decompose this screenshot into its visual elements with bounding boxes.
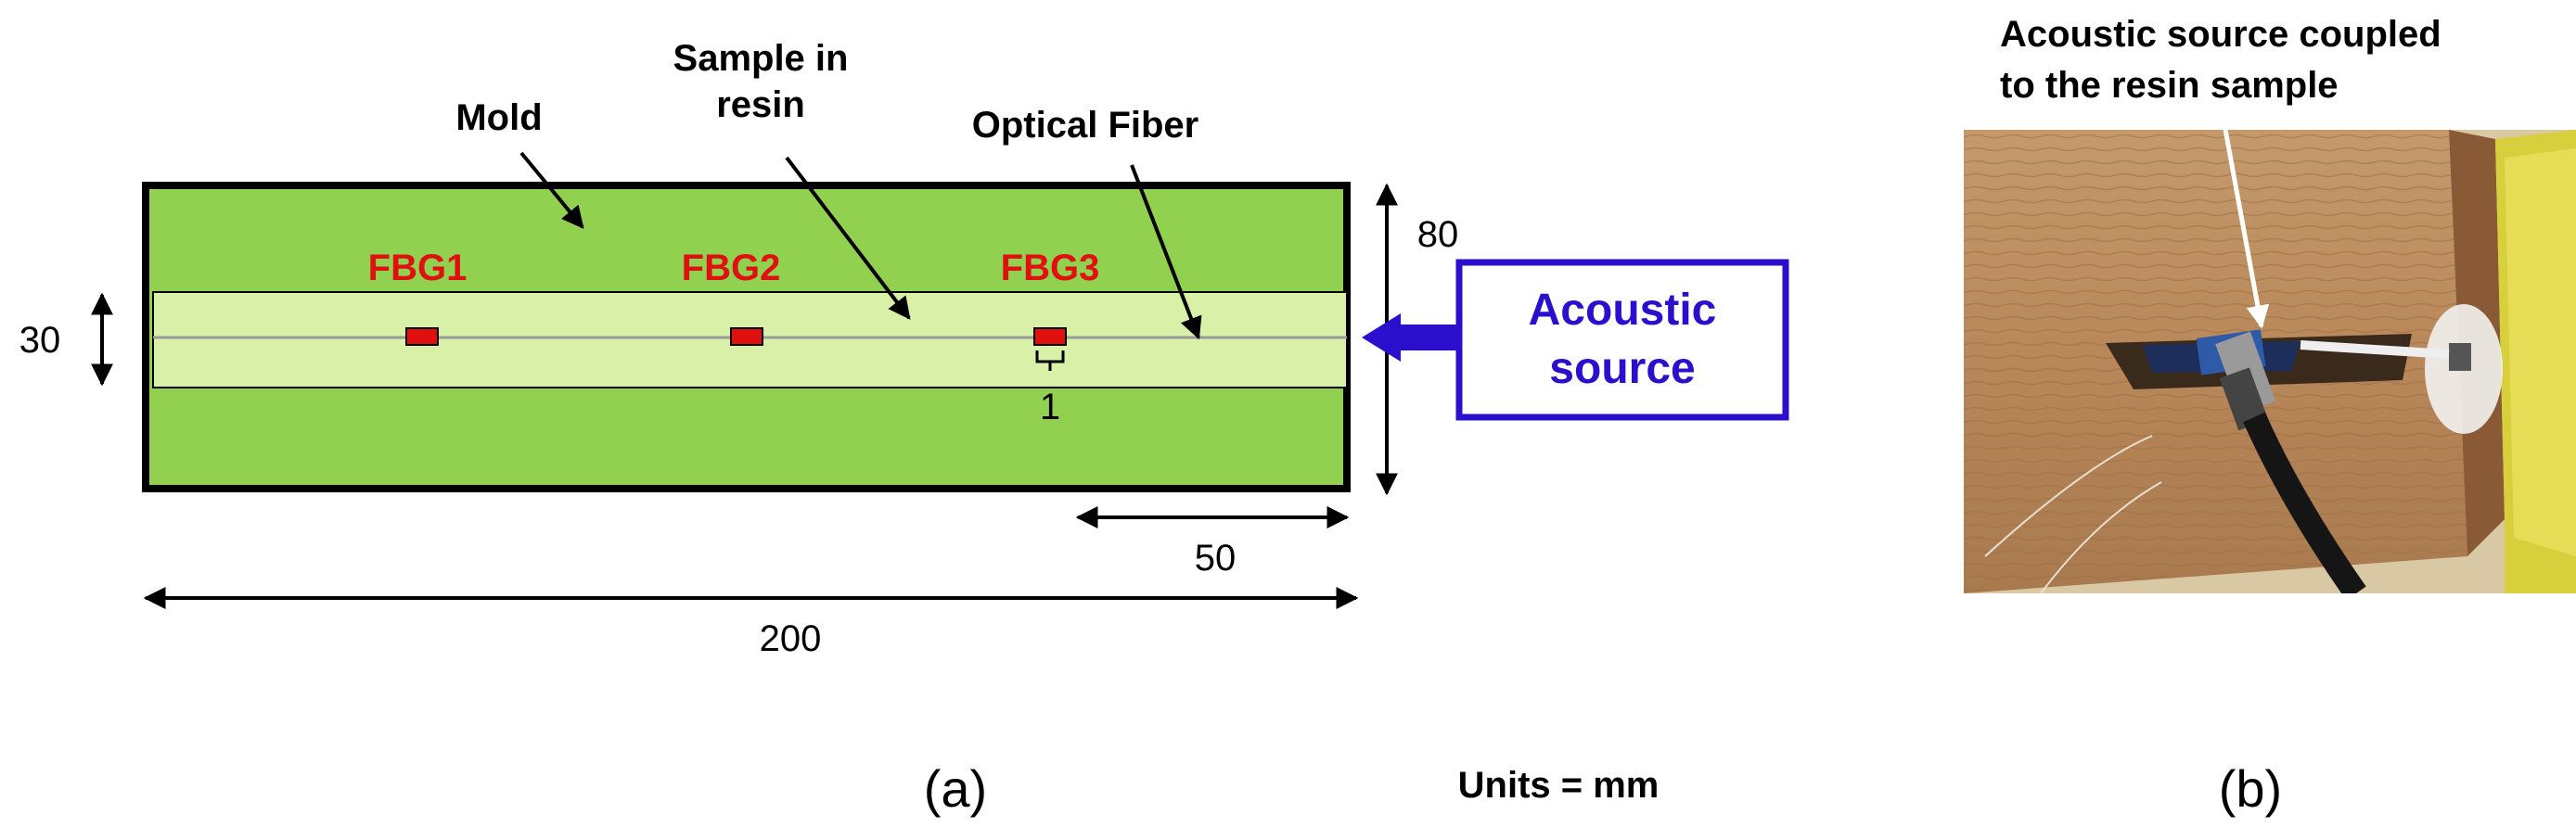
mold-length-label: 200 <box>760 618 822 659</box>
mold-pointer <box>519 151 584 229</box>
mold-label: Mold <box>455 97 542 138</box>
sample-height-label: 30 <box>19 320 61 361</box>
units-label: Units = mm <box>1458 765 1660 806</box>
photo-caption-line1: Acoustic source coupled <box>2000 14 2441 55</box>
mold-height-label: 80 <box>1417 214 1459 255</box>
grating-length-bracket <box>1035 350 1065 371</box>
grating-length-label: 1 <box>1040 387 1060 427</box>
panel-a-label: (a) <box>924 759 987 818</box>
optical-fiber-pointer <box>1130 164 1202 340</box>
fbg2-label: FBG2 <box>682 248 781 288</box>
fbg1-marker <box>405 327 439 346</box>
fbg2-marker <box>730 327 763 346</box>
acoustic-source-arrow <box>1362 313 1459 362</box>
fbg3-marker <box>1033 327 1067 346</box>
photograph-acoustic-source-on-resin-sample-icon <box>1964 130 2576 593</box>
fbg3-label: FBG3 <box>1001 248 1100 288</box>
acoustic-source-line1: Acoustic <box>1529 286 1717 335</box>
fbg1-label: FBG1 <box>368 248 468 288</box>
sample-pointer <box>785 156 911 320</box>
acoustic-source-line2: source <box>1549 344 1695 393</box>
optical-fiber-label: Optical Fiber <box>972 105 1199 146</box>
sample-label-line1: Sample in <box>673 38 849 79</box>
edge-offset-label: 50 <box>1195 538 1237 579</box>
panel-b-label: (b) <box>2219 759 2282 818</box>
photo-caption-line2: to the resin sample <box>2000 65 2339 106</box>
sample-label-line2: resin <box>716 84 805 125</box>
